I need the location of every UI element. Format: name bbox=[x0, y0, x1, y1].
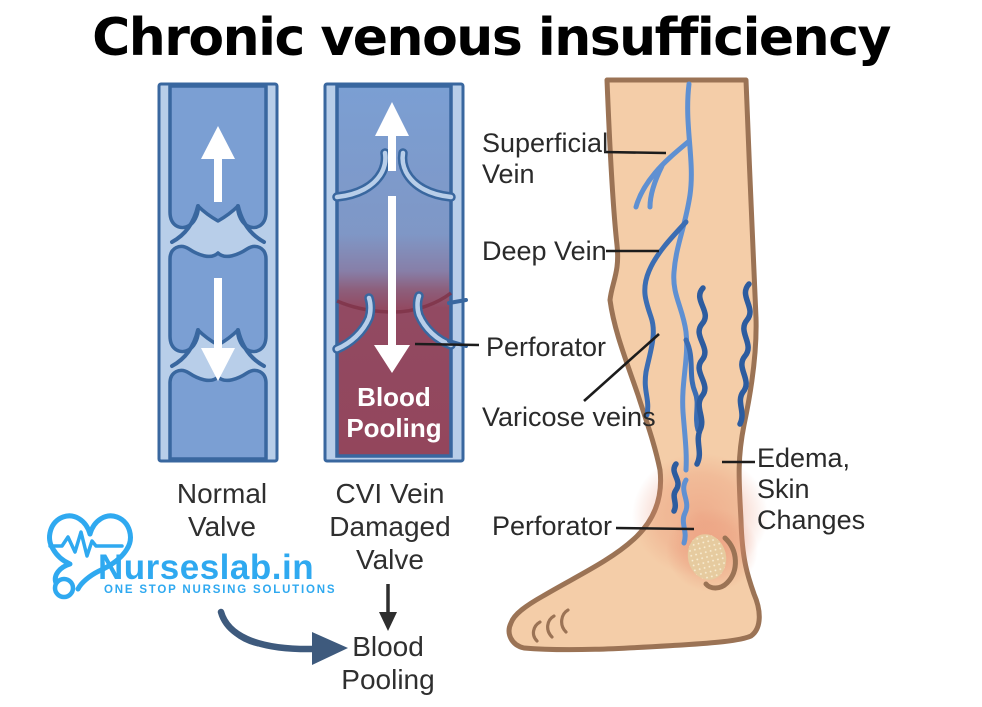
leader-lines bbox=[414, 150, 755, 531]
blood-pooling-in-vein-label: Blood Pooling bbox=[346, 382, 442, 443]
varicose-vein-squiggle bbox=[694, 285, 708, 467]
cvi-vein-diagram bbox=[323, 82, 468, 463]
toe-lines bbox=[531, 608, 570, 643]
page-title: Chronic venous insufficiency Chronic ven… bbox=[0, 3, 982, 74]
stethoscope-chestpiece-icon bbox=[52, 576, 76, 600]
heart-stethoscope-icon bbox=[47, 513, 133, 600]
normal-vein-lower-chamber bbox=[168, 368, 268, 461]
pooling-down-arrow-icon bbox=[379, 584, 397, 631]
up-arrow-icon bbox=[375, 102, 409, 171]
normal-vein-diagram bbox=[157, 82, 279, 463]
label-perforator-lower: Perforator bbox=[492, 511, 613, 541]
valve-leaflet-curl bbox=[170, 204, 266, 368]
superficial-vein bbox=[671, 81, 694, 473]
leg-illustration bbox=[506, 77, 768, 653]
ekg-line-icon bbox=[48, 530, 124, 558]
logo-wordmark: Nurseslab.in bbox=[98, 548, 315, 587]
varicose-vein-squiggle bbox=[737, 281, 753, 427]
label-deep-vein: Deep Vein bbox=[482, 236, 607, 266]
up-arrow-icon bbox=[201, 126, 235, 202]
label-perforator-upper: Perforator bbox=[486, 332, 607, 362]
deep-vein-lower bbox=[683, 337, 701, 433]
superficial-vein-leader bbox=[603, 150, 667, 155]
page-title-outline: Chronic venous insufficiency bbox=[87, 3, 897, 74]
reflux-down-arrow-icon bbox=[374, 196, 410, 373]
logo-tagline: ONE STOP NURSING SOLUTIONS bbox=[104, 584, 337, 596]
damaged-valve-leaflets bbox=[332, 148, 456, 354]
superficial-vein-fork bbox=[647, 163, 665, 210]
caption-blood-pooling: Blood Pooling bbox=[341, 631, 435, 695]
ankle-vein bbox=[680, 477, 690, 546]
curved-arrow-icon bbox=[217, 608, 348, 665]
perforator-upper-leader bbox=[414, 342, 480, 347]
superficial-vein-branch bbox=[633, 139, 691, 210]
varicose-veins-leader bbox=[583, 333, 660, 402]
label-superficial-vein: Superficial Vein bbox=[482, 128, 609, 189]
down-arrow-icon bbox=[201, 278, 235, 381]
perforator-lower-leader bbox=[615, 526, 695, 531]
caption-normal-valve: Normal Valve bbox=[176, 478, 268, 542]
label-edema-skin-changes: Edema, Skin Changes bbox=[757, 443, 866, 535]
ankle-bone-line bbox=[703, 535, 738, 591]
page-title-text: Chronic venous insufficiency bbox=[92, 8, 891, 68]
caption-cvi-vein: CVI Vein Damaged Valve bbox=[329, 478, 451, 575]
skin-change-patch-dots bbox=[687, 534, 727, 580]
varicose-vein-squiggle bbox=[671, 461, 681, 514]
label-varicose-veins: Varicose veins bbox=[482, 402, 656, 432]
deep-vein bbox=[642, 219, 689, 418]
